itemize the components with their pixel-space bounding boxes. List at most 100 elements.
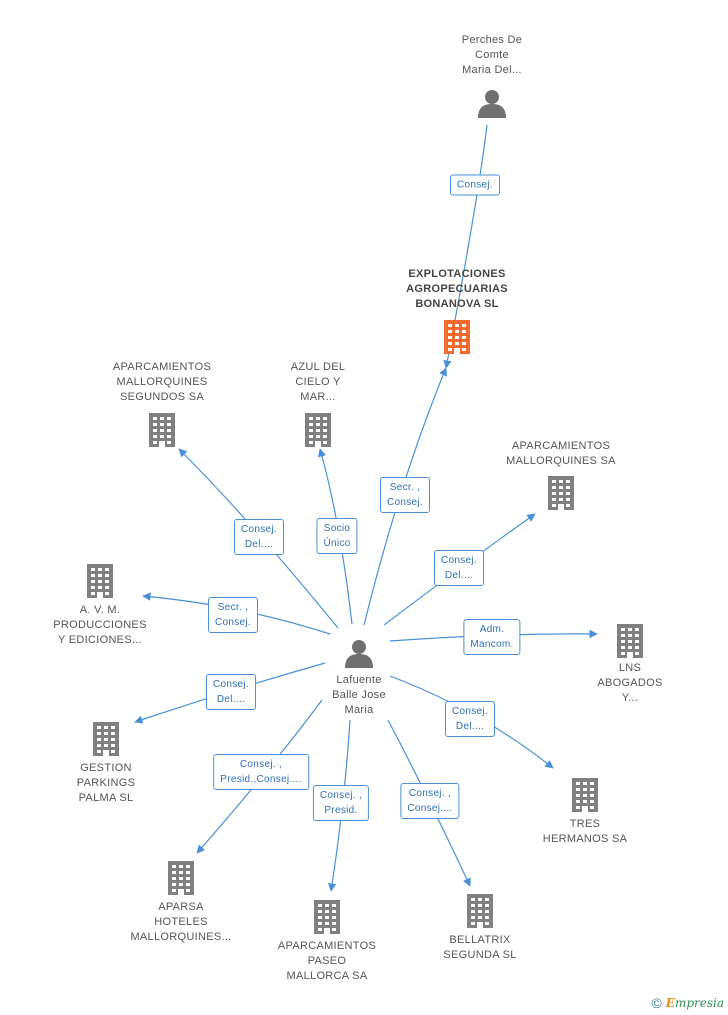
node-label-line: MALLORCA SA <box>286 970 368 982</box>
edge-label-line: Del.... <box>216 694 246 705</box>
node-label-line: HOTELES <box>154 916 208 928</box>
edge-label-line: Mancom. <box>470 639 514 650</box>
brand-logo: Empresia <box>666 996 724 1010</box>
node-label-line: Y EDICIONES... <box>57 634 143 646</box>
node-label-line: PRODUCCIONES <box>53 619 147 631</box>
edge-label-line: Del.... <box>455 721 485 732</box>
edge-label-lafuente-tres[interactable]: Consej. Del.... <box>444 701 496 737</box>
node-label-line: AZUL DEL <box>290 361 346 373</box>
edge-label-lafuente-apar-mallorquines[interactable]: Consej. Del.... <box>433 550 485 586</box>
node-label-line: MALLORQUINES SA <box>506 455 616 467</box>
edge-label-line: Socio <box>323 523 351 534</box>
node-label-line: APARCAMIENTOS <box>112 361 212 373</box>
copyright-icon: © <box>651 995 662 1011</box>
node-label-line: A. V. M. <box>79 604 121 616</box>
edge-label-line: Secr. , <box>217 602 249 613</box>
node-label-line: Perches De <box>461 34 523 46</box>
building-icon[interactable] <box>442 318 472 359</box>
edge-label-line: Consej. <box>240 524 278 535</box>
node-label-line: LNS <box>618 662 642 674</box>
building-icon[interactable] <box>615 622 645 663</box>
node-label-line: CIELO Y <box>295 376 341 388</box>
node-label-line: MAR... <box>300 391 336 403</box>
building-icon[interactable] <box>85 562 115 603</box>
brand-initial: E <box>665 996 675 1010</box>
node-label-line: HERMANOS SA <box>542 833 628 845</box>
edge-label-lafuente-gestion[interactable]: Consej. Del.... <box>205 674 257 710</box>
node-label[interactable]: AZUL DEL CIELO Y MAR... <box>253 360 383 405</box>
node-label[interactable]: LNS ABOGADOS Y... <box>565 661 695 706</box>
node-label-line: Lafuente <box>336 674 382 686</box>
edge-label-line: Consej. <box>456 179 494 191</box>
node-label-line: BONANOVA SL <box>415 298 499 310</box>
node-label-line: PASEO <box>307 955 347 967</box>
edge-label-line: Del.... <box>444 570 474 581</box>
node-label-line: EXPLOTACIONES <box>408 268 506 280</box>
node-label[interactable]: APARSA HOTELES MALLORQUINES... <box>116 900 246 945</box>
building-icon[interactable] <box>312 898 342 939</box>
node-label-line: AGROPECUARIAS <box>406 283 508 295</box>
edge-label-line: Consej.... <box>407 803 453 814</box>
edge-label-line: Consej. , <box>408 788 452 799</box>
edge-label-line: Secr. , <box>389 482 421 493</box>
node-label-line: APARSA <box>158 901 204 913</box>
edge-label-lafuente-apar-segundos[interactable]: Consej. Del.... <box>233 519 285 555</box>
edge-label-line: Del.... <box>244 539 274 550</box>
edge-label-line: Consej. , <box>239 759 283 770</box>
node-label-line: SEGUNDOS SA <box>120 391 204 403</box>
node-label[interactable]: APARCAMIENTOS PASEO MALLORCA SA <box>262 939 392 984</box>
node-label-line: ABOGADOS <box>597 677 663 689</box>
node-label-line: TRES <box>569 818 601 830</box>
node-label[interactable]: APARCAMIENTOS MALLORQUINES SA <box>496 439 626 469</box>
node-label-line: MALLORQUINES <box>116 376 208 388</box>
footer-brand: © Empresia <box>651 995 724 1011</box>
node-label-line: PALMA SL <box>78 792 134 804</box>
edge-label-line: Presid. <box>324 805 358 816</box>
node-label[interactable]: TRES HERMANOS SA <box>520 817 650 847</box>
edge-label-line: Consej. <box>212 679 250 690</box>
node-label[interactable]: APARCAMIENTOS MALLORQUINES SEGUNDOS SA <box>97 360 227 405</box>
brand-rest: mpresia <box>674 996 724 1010</box>
node-label-line: Comte <box>475 49 509 61</box>
node-label-line: MALLORQUINES... <box>130 931 232 943</box>
edge-label-lafuente-apar-paseo[interactable]: Consej. ,Presid. <box>312 785 370 821</box>
node-label[interactable]: A. V. M. PRODUCCIONES Y EDICIONES... <box>35 603 165 648</box>
edge-label-lafuente-aparsa[interactable]: Consej. ,Presid.,Consej.... <box>213 754 309 790</box>
edge-label-perches-explotaciones[interactable]: Consej. <box>449 174 501 196</box>
edge-label-line: Consej. <box>386 497 424 508</box>
node-label-line: Maria Del... <box>462 64 522 76</box>
building-icon[interactable] <box>546 474 576 515</box>
person-icon[interactable] <box>344 638 374 673</box>
building-icon[interactable] <box>166 859 196 900</box>
node-label-line: APARCAMIENTOS <box>277 940 377 952</box>
edge-label-line: Consej. <box>214 617 252 628</box>
node-label-line: Y... <box>621 692 639 704</box>
edge-label-line: Consej. <box>440 555 478 566</box>
person-icon[interactable] <box>477 88 507 123</box>
node-label-line: GESTION <box>80 762 132 774</box>
node-label-line: SEGUNDA SL <box>443 949 517 961</box>
edge-label-lafuente-avm[interactable]: Secr. , Consej. <box>207 597 259 633</box>
edge-label-lafuente-bellatrix[interactable]: Consej. , Consej.... <box>400 783 460 819</box>
building-icon[interactable] <box>91 720 121 761</box>
building-icon[interactable] <box>303 411 333 452</box>
edge-label-lafuente-lns[interactable]: Adm. Mancom. <box>463 619 521 655</box>
edge-label-line: Único <box>323 538 351 549</box>
building-icon[interactable] <box>465 892 495 933</box>
edge-label-line: Adm. <box>479 624 505 635</box>
building-icon[interactable] <box>147 411 177 452</box>
node-label-line: APARCAMIENTOS <box>511 440 611 452</box>
building-icon[interactable] <box>570 776 600 817</box>
edge-label-line: Consej. <box>451 706 489 717</box>
node-label[interactable]: EXPLOTACIONES AGROPECUARIAS BONANOVA SL <box>392 267 522 312</box>
edge-label-lafuente-explotaciones[interactable]: Secr. , Consej. <box>379 477 431 513</box>
node-label-line: Maria <box>344 704 374 716</box>
node-label-line: Balle Jose <box>332 689 386 701</box>
